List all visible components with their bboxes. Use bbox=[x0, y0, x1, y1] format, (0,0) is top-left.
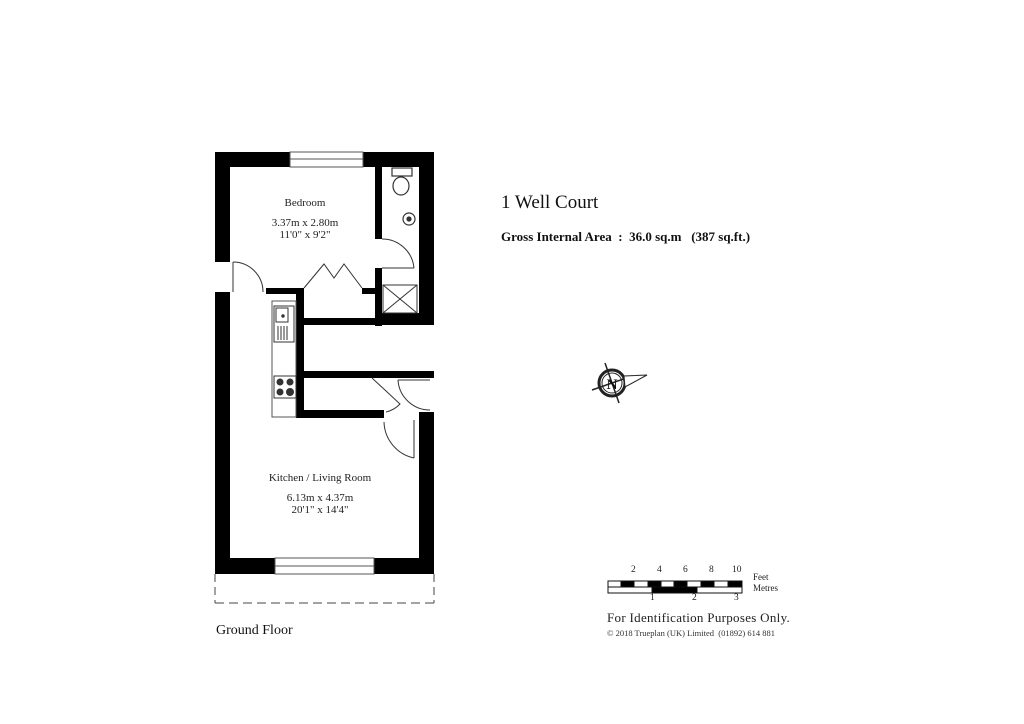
scale-feet-tick: 10 bbox=[732, 565, 742, 575]
gross-internal-area: Gross Internal Area : 36.0 sq.m (387 sq.… bbox=[501, 229, 751, 244]
room-name-bedroom: Bedroom bbox=[284, 197, 326, 209]
sink-icon bbox=[273, 305, 295, 343]
scale-feet-tick: 6 bbox=[683, 565, 688, 575]
scale-metre-tick: 1 bbox=[650, 593, 655, 603]
property-title: 1 Well Court bbox=[501, 192, 599, 213]
scale-feet-tick: 4 bbox=[657, 565, 662, 575]
doors bbox=[232, 238, 431, 459]
toilet-icon bbox=[391, 167, 413, 196]
window-top bbox=[289, 151, 364, 168]
kitchen-counter bbox=[271, 300, 297, 418]
scale-bar bbox=[607, 580, 743, 594]
shower-tray-icon bbox=[382, 284, 418, 314]
scale-feet-unit: Feet bbox=[753, 572, 769, 582]
scale-feet-tick: 2 bbox=[631, 565, 636, 575]
room-dimensions-imperial-kitchen-living: 20'1" x 14'4" bbox=[291, 504, 349, 516]
scale-metre-tick: 2 bbox=[692, 593, 697, 603]
compass-rose-icon bbox=[591, 362, 648, 404]
basin-icon bbox=[402, 212, 416, 226]
exterior-walls bbox=[215, 152, 434, 574]
interior-walls bbox=[266, 167, 434, 418]
room-dimensions-imperial-bedroom: 11'0" x 9'2" bbox=[279, 229, 331, 241]
disclaimer-text: For Identification Purposes Only. bbox=[607, 610, 791, 625]
scale-metre-tick: 3 bbox=[734, 593, 739, 603]
room-name-kitchen-living: Kitchen / Living Room bbox=[268, 472, 372, 484]
exterior-boundary bbox=[214, 574, 435, 604]
window-bottom bbox=[274, 557, 375, 575]
hob-icon bbox=[273, 375, 297, 399]
scale-feet-tick: 8 bbox=[709, 565, 714, 575]
floor-label: Ground Floor bbox=[216, 623, 293, 638]
room-dimensions-metric-kitchen-living: 6.13m x 4.37m bbox=[286, 492, 354, 504]
room-dimensions-metric-bedroom: 3.37m x 2.80m bbox=[271, 217, 339, 229]
scale-metres-unit-label: Metres bbox=[753, 583, 778, 593]
copyright-text: © 2018 Trueplan (UK) Limited (01892) 614… bbox=[607, 628, 775, 638]
compass-north-label: N bbox=[607, 377, 618, 393]
